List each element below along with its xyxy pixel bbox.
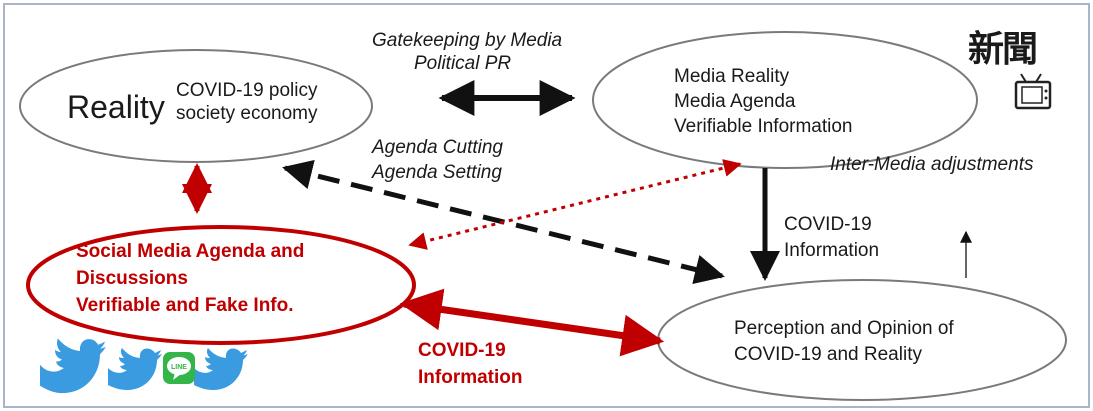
reality-title: Reality [67,89,165,125]
covid-info-label-2: Information [784,240,880,261]
media-reality-ellipse [592,31,978,169]
social-media-line1: Social Media Agenda and [76,241,305,262]
gatekeeping-label-2: Political PR [414,53,512,74]
media-reality-line3: Verifiable Information [674,116,853,137]
gatekeeping-label-1: Gatekeeping by Media [372,30,563,51]
agenda-cutting-label: Agenda Cutting [372,137,503,158]
covid-info-red-label-1: COVID-19 [418,340,506,361]
reality-ellipse [19,49,373,163]
twitter-bird-icon-3 [194,348,248,390]
inter-media-label: Inter-Media adjustments [830,154,1034,175]
diagram-frame [3,3,1090,408]
perception-line2: COVID-19 and Reality [734,344,922,365]
twitter-bird-icon [40,338,106,394]
twitter-bird-icon-2 [108,348,162,390]
agenda-setting-label: Agenda Setting [372,162,502,183]
covid-info-label-1: COVID-19 [784,214,872,235]
line-app-icon: LINE [163,352,195,384]
newspaper-logo: 新聞 [968,29,1038,70]
television-icon [1014,73,1052,110]
inter-media-dotted-arrow [408,159,742,250]
social-perception-arrow [399,288,665,357]
reality-line1: COVID-19 policy [176,80,318,101]
media-reality-line2: Media Agenda [674,91,796,112]
reality-line2: society economy [176,103,318,124]
covid-info-red-label-2: Information [418,367,523,388]
perception-line1: Perception and Opinion of [734,318,954,339]
social-media-line3: Verifiable and Fake Info. [76,295,294,316]
svg-text:LINE: LINE [171,364,187,371]
media-reality-line1: Media Reality [674,66,790,87]
social-media-ellipse [26,225,416,345]
social-media-line2: Discussions [76,268,188,289]
